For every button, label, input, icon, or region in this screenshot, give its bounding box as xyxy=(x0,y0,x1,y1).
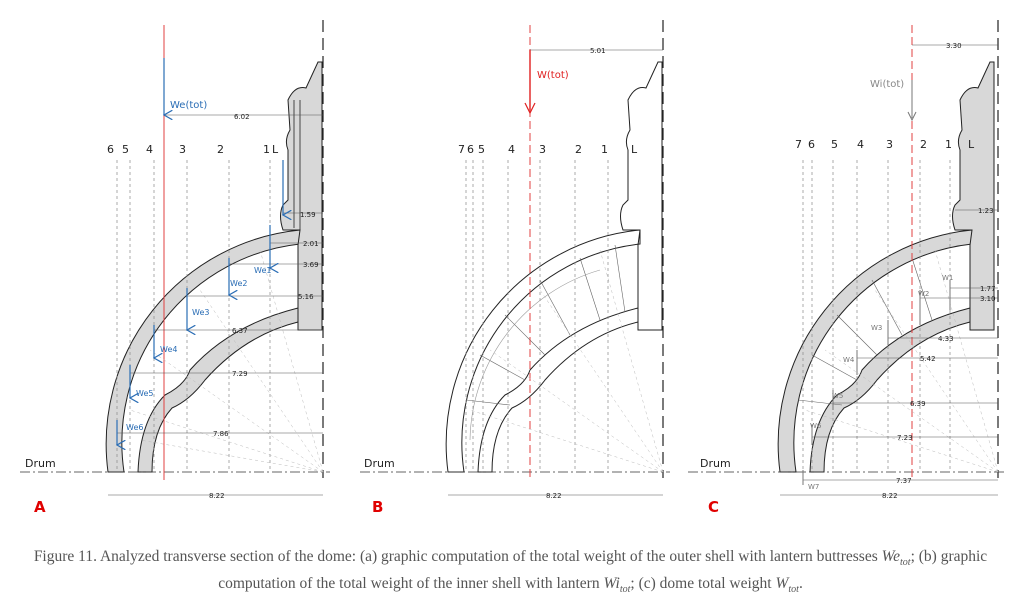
caption-mid2: ; (c) dome total weight xyxy=(630,575,776,593)
load-value-c: 3.30 xyxy=(946,42,962,50)
dim-labels-c: 1.23 1.77 3.10 4.33 5.42 6.39 7.23 7.37 … xyxy=(882,207,996,500)
svg-text:3: 3 xyxy=(179,143,186,156)
section-labels-a: 6 5 4 3 2 1 L xyxy=(107,143,279,156)
svg-text:7.23: 7.23 xyxy=(897,434,913,442)
caption-we: We xyxy=(881,548,901,565)
svg-text:6: 6 xyxy=(467,143,474,156)
inner-shell-c xyxy=(809,307,971,473)
weight-labels-c: W1 W2 W3 W4 W5 W6 W7 xyxy=(808,274,953,491)
panel-c: Wi(tot) 3.30 7 6 5 4 3 2 1 L W1 W2 W3 W4… xyxy=(688,20,1005,516)
svg-text:We2: We2 xyxy=(230,279,247,288)
svg-text:5.16: 5.16 xyxy=(298,293,314,301)
svg-text:2: 2 xyxy=(920,138,927,151)
panel-a: We(tot) 6.02 6 5 4 3 2 1 L We1 We2 We3 W… xyxy=(20,20,330,516)
panel-letter-c: C xyxy=(708,498,719,516)
svg-text:3: 3 xyxy=(886,138,893,151)
svg-text:L: L xyxy=(272,143,279,156)
svg-text:W1: W1 xyxy=(942,274,953,282)
svg-text:We4: We4 xyxy=(160,345,177,354)
load-label-a: We(tot) xyxy=(170,100,207,111)
inner-shell xyxy=(137,307,299,473)
load-value-b: 5.01 xyxy=(590,47,606,55)
svg-text:6.39: 6.39 xyxy=(910,400,926,408)
load-label-c: Wi(tot) xyxy=(870,79,904,90)
lantern-b xyxy=(620,61,663,331)
svg-text:1.59: 1.59 xyxy=(300,211,316,219)
inner-shell-b xyxy=(477,307,639,473)
section-labels-c: 7 6 5 4 3 2 1 L xyxy=(795,138,975,151)
svg-text:5.42: 5.42 xyxy=(920,355,936,363)
svg-text:1.23: 1.23 xyxy=(978,207,994,215)
svg-text:1: 1 xyxy=(945,138,952,151)
load-value-a: 6.02 xyxy=(234,113,250,121)
svg-text:3.69: 3.69 xyxy=(303,261,319,269)
svg-text:3.10: 3.10 xyxy=(980,295,996,303)
svg-text:We3: We3 xyxy=(192,308,209,317)
panel-b: W(tot) 5.01 7 6 5 4 3 2 1 L 8.22 Drum B xyxy=(360,20,670,516)
panel-letter-a: A xyxy=(34,498,46,516)
svg-text:2.01: 2.01 xyxy=(303,240,319,248)
caption-we-sub: tot xyxy=(900,557,911,569)
svg-text:W3: W3 xyxy=(871,324,882,332)
caption-end: . xyxy=(798,575,803,593)
svg-text:7.86: 7.86 xyxy=(213,430,229,438)
svg-text:6.37: 6.37 xyxy=(232,327,248,335)
svg-text:L: L xyxy=(968,138,975,151)
svg-text:W4: W4 xyxy=(843,356,855,364)
svg-text:6: 6 xyxy=(808,138,815,151)
svg-text:7: 7 xyxy=(795,138,802,151)
drum-label-b: Drum xyxy=(364,457,395,470)
drum-label-c: Drum xyxy=(700,457,731,470)
svg-text:3: 3 xyxy=(539,143,546,156)
lantern-c xyxy=(952,61,995,331)
lantern xyxy=(280,61,323,331)
svg-text:5: 5 xyxy=(478,143,485,156)
section-labels-b: 7 6 5 4 3 2 1 L xyxy=(458,143,638,156)
caption-wi: Wi xyxy=(603,575,620,593)
svg-text:W7: W7 xyxy=(808,483,819,491)
svg-text:We5: We5 xyxy=(136,389,153,398)
dome-section-figure: We(tot) 6.02 6 5 4 3 2 1 L We1 We2 We3 W… xyxy=(20,20,1005,516)
svg-text:6: 6 xyxy=(107,143,114,156)
outer-shell-b xyxy=(445,229,641,473)
dim-labels-a: 1.59 2.01 3.69 5.16 6.37 7.29 7.86 8.22 xyxy=(209,211,319,500)
outer-shell-c xyxy=(777,229,973,473)
caption-w: W xyxy=(775,575,789,593)
caption-line1: Figure 11. Analyzed transverse section o… xyxy=(33,548,878,565)
svg-text:7.29: 7.29 xyxy=(232,370,248,378)
svg-text:L: L xyxy=(631,143,638,156)
svg-text:1: 1 xyxy=(263,143,270,156)
svg-text:1.77: 1.77 xyxy=(980,285,996,293)
svg-text:2: 2 xyxy=(575,143,582,156)
svg-text:7: 7 xyxy=(458,143,465,156)
svg-text:4: 4 xyxy=(508,143,515,156)
drum-label-a: Drum xyxy=(25,457,56,470)
caption-w-sub: tot xyxy=(788,584,799,596)
svg-text:We6: We6 xyxy=(126,423,143,432)
load-label-b: W(tot) xyxy=(537,70,569,81)
svg-text:1: 1 xyxy=(601,143,608,156)
figure-caption: Figure 11. Analyzed transverse section o… xyxy=(20,546,1001,600)
dim-label-b: 8.22 xyxy=(546,492,562,500)
weight-labels-a: We1 We2 We3 We4 We5 We6 xyxy=(126,266,271,432)
svg-text:4.33: 4.33 xyxy=(938,335,954,343)
svg-text:8.22: 8.22 xyxy=(882,492,898,500)
svg-text:8.22: 8.22 xyxy=(209,492,225,500)
caption-mid: ; (b) graphic computation of the total w… xyxy=(218,548,988,593)
svg-text:5: 5 xyxy=(122,143,129,156)
svg-text:7.37: 7.37 xyxy=(896,477,912,485)
svg-text:W2: W2 xyxy=(918,290,929,298)
svg-text:4: 4 xyxy=(857,138,864,151)
svg-text:W6: W6 xyxy=(810,422,822,430)
svg-text:4: 4 xyxy=(146,143,153,156)
svg-text:5: 5 xyxy=(831,138,838,151)
panel-letter-b: B xyxy=(372,498,383,516)
svg-text:2: 2 xyxy=(217,143,224,156)
svg-text:We1: We1 xyxy=(254,266,271,275)
caption-wi-sub: tot xyxy=(619,584,631,596)
svg-text:W5: W5 xyxy=(832,392,843,400)
